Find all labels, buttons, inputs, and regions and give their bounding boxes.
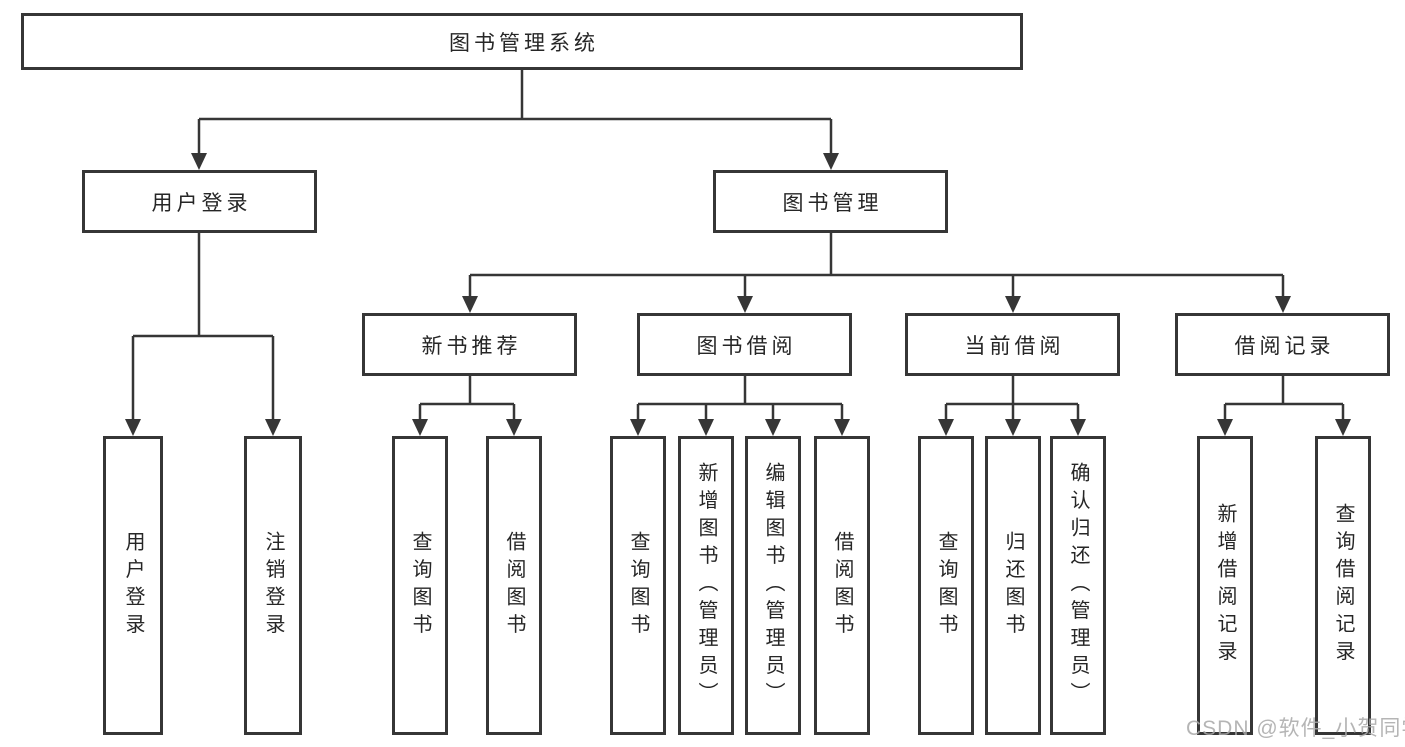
leaf-add-books-admin: 新增图书（管理员）	[678, 436, 734, 735]
node-user-login: 用户登录	[82, 170, 317, 233]
leaf-query-books-2: 查询图书	[610, 436, 666, 735]
leaf-user-login: 用户登录	[103, 436, 163, 735]
leaf-borrow-books-2: 借阅图书	[814, 436, 870, 735]
leaf-query-books-1: 查询图书	[392, 436, 448, 735]
node-library-management-system: 图书管理系统	[21, 13, 1023, 70]
node-new-book-recommend: 新书推荐	[362, 313, 577, 376]
leaf-logout: 注销登录	[244, 436, 302, 735]
csdn-watermark: CSDN @软件_小贺同学	[1186, 717, 1405, 740]
node-borrow-records: 借阅记录	[1175, 313, 1390, 376]
leaf-query-borrow-record: 查询借阅记录	[1315, 436, 1371, 735]
leaf-query-books-3: 查询图书	[918, 436, 974, 735]
node-current-borrow: 当前借阅	[905, 313, 1120, 376]
connector-line-group	[131, 69, 1345, 420]
node-book-management: 图书管理	[713, 170, 948, 233]
leaf-borrow-books-1: 借阅图书	[486, 436, 542, 735]
node-book-borrow: 图书借阅	[637, 313, 852, 376]
leaf-edit-books-admin: 编辑图书（管理员）	[745, 436, 801, 735]
leaf-return-books: 归还图书	[985, 436, 1041, 735]
leaf-add-borrow-record: 新增借阅记录	[1197, 436, 1253, 735]
arrowhead-group	[125, 153, 1351, 436]
leaf-confirm-return-admin: 确认归还（管理员）	[1050, 436, 1106, 735]
